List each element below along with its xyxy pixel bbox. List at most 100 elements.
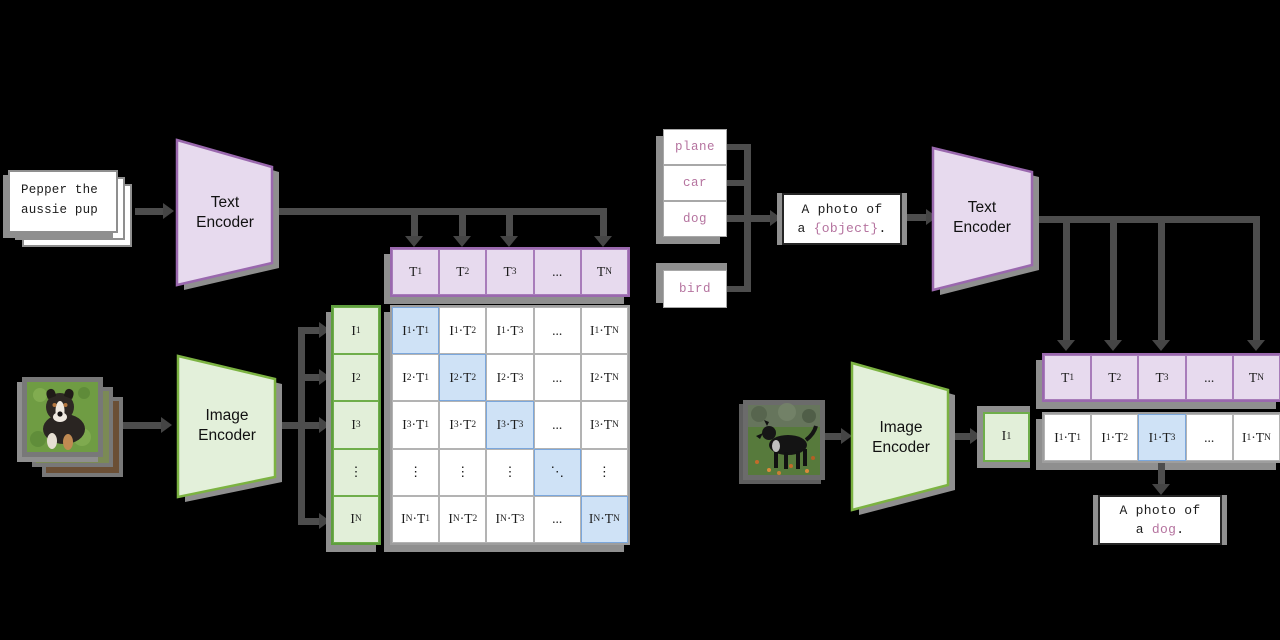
matrix-cell: ⋮ bbox=[486, 448, 534, 496]
text-input-card bbox=[8, 170, 118, 233]
text-input-caption: Pepper the aussie pup bbox=[21, 180, 121, 220]
arrowhead bbox=[1247, 340, 1265, 351]
matrix-cell: ... bbox=[1185, 355, 1233, 400]
encoder-body bbox=[176, 354, 277, 499]
result-line1: A photo of bbox=[1119, 502, 1201, 518]
class-label-car: car bbox=[663, 165, 727, 201]
arrow-text-to-encoder bbox=[135, 208, 165, 215]
text-embedding-bus-right bbox=[1032, 216, 1260, 223]
text-encoder-right-shape bbox=[931, 146, 1039, 295]
text-embedding-bus bbox=[272, 208, 607, 215]
merge-line bbox=[744, 144, 751, 292]
bus-stub-i2 bbox=[302, 374, 320, 381]
arrowhead bbox=[319, 369, 330, 385]
class-label-plane: plane bbox=[663, 129, 727, 165]
result-caption-box: A photo of a dog. bbox=[1098, 495, 1222, 545]
matrix-cell: ... bbox=[533, 401, 581, 449]
arrowhead bbox=[319, 513, 330, 529]
bus-stub-in bbox=[302, 518, 320, 525]
text-encoder-left-shape bbox=[175, 138, 279, 290]
matrix-cell: ... bbox=[1185, 414, 1233, 461]
encoder-body bbox=[850, 361, 950, 512]
prompt-template-box: A photo of a {object}. bbox=[782, 193, 902, 245]
arrow-image-to-encoder bbox=[120, 422, 162, 429]
bus-stub-i3 bbox=[275, 422, 320, 429]
matrix-cell: ... bbox=[533, 495, 581, 543]
matrix-cell: ⋮ bbox=[333, 448, 379, 496]
arrowhead bbox=[1152, 484, 1170, 495]
bus-stub-i1 bbox=[302, 327, 320, 334]
prompt-line1: A photo of bbox=[801, 201, 883, 217]
arrowhead bbox=[770, 210, 781, 226]
stub-dog bbox=[727, 215, 751, 222]
caption-line1: Pepper the bbox=[21, 183, 99, 197]
class-label-dog: dog bbox=[663, 201, 727, 237]
caption-line2: aussie pup bbox=[21, 203, 99, 217]
result-line2: a dog. bbox=[1136, 520, 1185, 540]
matrix-cell: ⋮ bbox=[392, 448, 440, 496]
result-period: . bbox=[1176, 522, 1185, 537]
prompt-period: . bbox=[878, 221, 887, 236]
rbus-drop-t1 bbox=[1063, 223, 1070, 340]
arrowhead bbox=[970, 428, 981, 444]
arrowhead bbox=[926, 209, 937, 225]
query-image-photo bbox=[743, 400, 825, 480]
bus-drop-t2 bbox=[459, 215, 466, 238]
bus-drop-t3 bbox=[506, 215, 513, 238]
matrix-cell: ... bbox=[533, 307, 581, 355]
merge-out bbox=[751, 215, 772, 222]
text-encoder-left-label: Text Encoder bbox=[196, 194, 254, 232]
result-object: dog bbox=[1151, 522, 1177, 537]
arrowhead bbox=[1104, 340, 1122, 351]
arrow-match-to-result bbox=[1158, 463, 1165, 486]
arrowhead bbox=[405, 236, 423, 247]
rbus-drop-tn bbox=[1253, 223, 1260, 340]
arrowhead bbox=[161, 417, 172, 433]
encoder-body bbox=[931, 146, 1034, 292]
matrix-cell: ⋮ bbox=[439, 448, 487, 496]
matrix-cell: ⋱ bbox=[533, 448, 581, 496]
stub-bird bbox=[727, 286, 751, 292]
image-encoder-right-shape bbox=[850, 361, 955, 515]
arrowhead bbox=[594, 236, 612, 247]
arrowhead bbox=[1057, 340, 1075, 351]
arrowhead bbox=[1152, 340, 1170, 351]
matrix-cell: ... bbox=[533, 249, 581, 295]
arrowhead bbox=[319, 417, 330, 433]
image-input-photo bbox=[22, 377, 103, 457]
bus-drop-t1 bbox=[411, 215, 418, 238]
arrow-query-to-encoder bbox=[825, 433, 843, 440]
class-label-bird: bird bbox=[663, 270, 727, 308]
arrowhead bbox=[500, 236, 518, 247]
